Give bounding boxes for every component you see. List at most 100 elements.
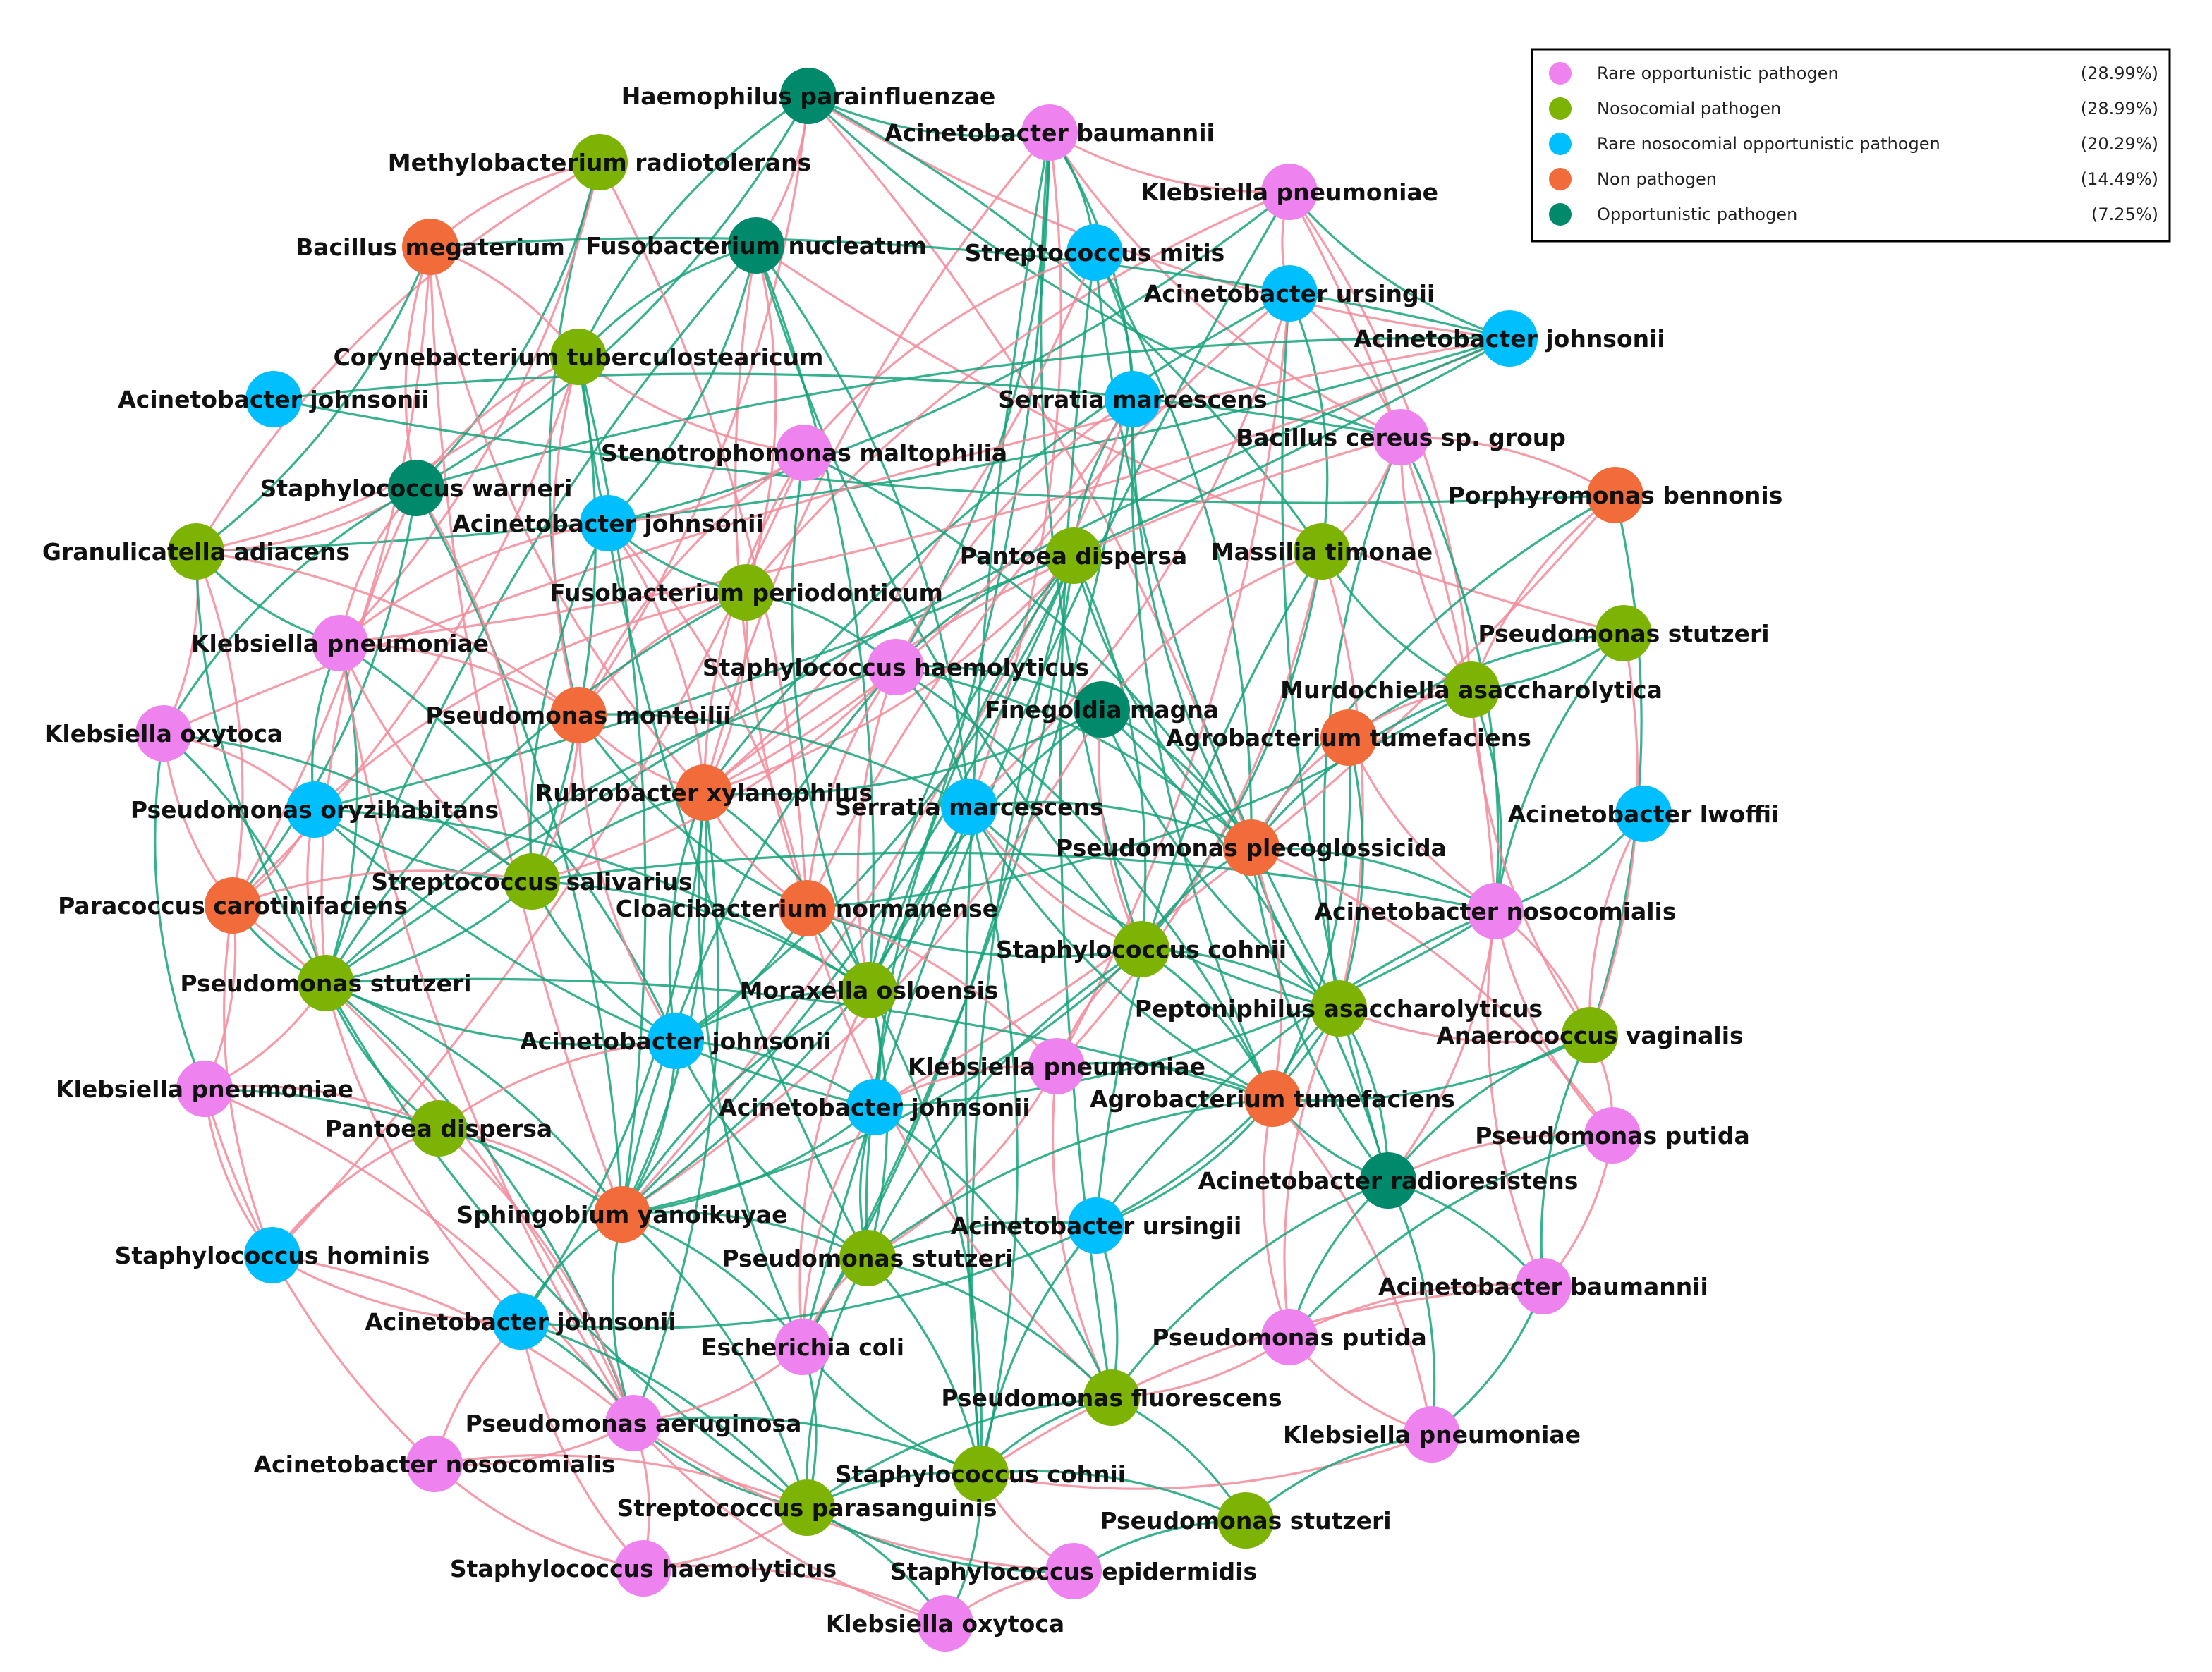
node[interactable] [388, 460, 444, 516]
node[interactable] [1481, 310, 1538, 367]
node[interactable] [492, 1293, 549, 1350]
node[interactable] [776, 425, 832, 481]
node[interactable] [780, 68, 837, 124]
edge [1095, 1008, 1340, 1227]
node[interactable] [728, 217, 784, 274]
edge [577, 95, 810, 716]
node[interactable] [176, 1061, 233, 1117]
node[interactable] [1404, 1406, 1460, 1463]
node[interactable] [1113, 921, 1169, 977]
edge [325, 337, 1510, 984]
node[interactable] [1515, 1258, 1572, 1314]
legend-label: Rare nosocomial opportunistic pathogen [1597, 134, 1940, 154]
node[interactable] [1028, 1038, 1085, 1094]
node[interactable] [550, 687, 607, 743]
edge [314, 337, 1510, 811]
edge [325, 977, 1273, 1100]
node[interactable] [1596, 605, 1652, 661]
node[interactable] [1584, 1107, 1641, 1164]
edge [529, 523, 609, 882]
edge [1400, 436, 1616, 496]
node[interactable] [952, 1446, 1009, 1502]
node[interactable] [504, 853, 560, 910]
node-label: Pseudomonas aeruginosa [466, 1410, 802, 1437]
node[interactable] [605, 1395, 662, 1451]
node[interactable] [1021, 104, 1078, 161]
edge [806, 666, 897, 909]
node-label: Staphylococcus haemolyticus [703, 654, 1089, 681]
node[interactable] [779, 880, 835, 936]
node[interactable] [841, 962, 897, 1018]
node-label: Acinetobacter nosocomialis [1314, 898, 1676, 925]
node-label: Streptococcus parasanguinis [617, 1494, 997, 1522]
edge [577, 94, 809, 358]
edge [438, 1039, 676, 1130]
node[interactable] [1105, 371, 1161, 427]
node[interactable] [1562, 1007, 1618, 1063]
node[interactable] [135, 705, 192, 762]
node-label: Escherichia coli [701, 1334, 904, 1361]
node[interactable] [1360, 1152, 1416, 1209]
edge [1387, 1034, 1591, 1181]
node[interactable] [1223, 819, 1280, 876]
node[interactable] [286, 781, 343, 838]
node[interactable] [615, 1540, 672, 1597]
node[interactable] [846, 1079, 903, 1135]
node[interactable] [779, 1479, 835, 1536]
node[interactable] [1373, 409, 1429, 465]
edge [231, 246, 432, 906]
node[interactable] [1320, 709, 1377, 766]
node[interactable] [406, 1436, 463, 1492]
edge [325, 982, 676, 1046]
node[interactable] [1074, 681, 1130, 738]
node[interactable] [580, 495, 636, 551]
edge [1588, 813, 1645, 1036]
node[interactable] [1066, 224, 1123, 281]
node[interactable] [402, 219, 458, 275]
edge [1486, 910, 1545, 1287]
node[interactable] [1261, 164, 1318, 220]
legend-swatch [1549, 203, 1572, 226]
edge [703, 554, 1075, 794]
node[interactable] [1261, 265, 1318, 322]
node-label: Klebsiella pneumoniae [1141, 178, 1438, 206]
node[interactable] [1045, 1543, 1102, 1599]
node[interactable] [1068, 1197, 1124, 1254]
node[interactable] [1261, 1309, 1318, 1365]
node[interactable] [648, 1013, 704, 1069]
node[interactable] [774, 1319, 831, 1375]
node-label: Acinetobacter johnsonii [118, 386, 430, 413]
node[interactable] [1467, 883, 1524, 939]
node[interactable] [868, 639, 924, 695]
node[interactable] [1045, 527, 1102, 584]
node[interactable] [1244, 1070, 1301, 1127]
node[interactable] [1615, 786, 1672, 842]
edge [324, 244, 758, 984]
node[interactable] [245, 371, 302, 427]
node[interactable] [298, 955, 354, 1011]
node[interactable] [917, 1595, 973, 1652]
node[interactable] [168, 523, 224, 580]
edge [339, 337, 1510, 645]
node[interactable] [244, 1227, 300, 1283]
node[interactable] [718, 564, 774, 621]
node[interactable] [1587, 467, 1643, 523]
node[interactable] [676, 764, 732, 821]
node[interactable] [1311, 980, 1367, 1037]
edge [1251, 846, 1496, 913]
node[interactable] [1443, 661, 1500, 718]
node[interactable] [312, 615, 368, 671]
node[interactable] [571, 134, 628, 190]
node-label: Acinetobacter johnsonii [520, 1027, 832, 1055]
node[interactable] [550, 329, 607, 385]
node[interactable] [594, 1186, 650, 1243]
node[interactable] [1294, 523, 1350, 580]
node[interactable] [941, 779, 997, 835]
node[interactable] [205, 877, 261, 934]
node[interactable] [411, 1100, 467, 1157]
node[interactable] [1217, 1492, 1274, 1549]
node[interactable] [1083, 1369, 1140, 1426]
edge [1100, 550, 1323, 711]
node[interactable] [839, 1230, 896, 1286]
edge [755, 245, 875, 991]
